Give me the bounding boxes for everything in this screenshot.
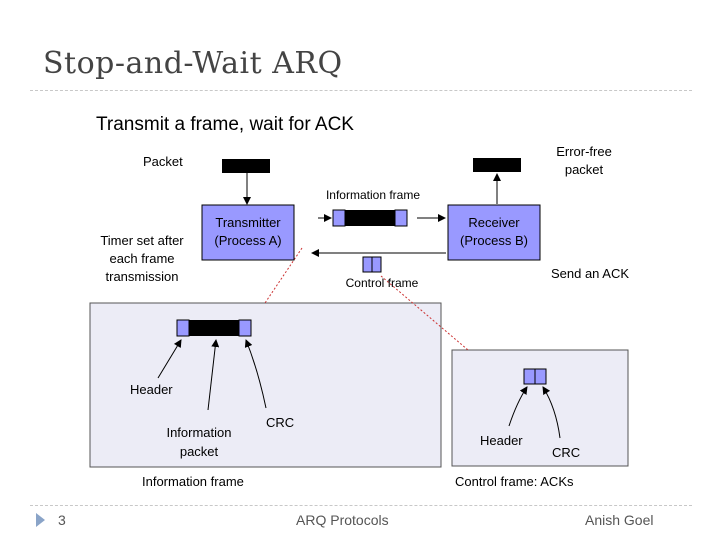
receiver-box: [447, 204, 541, 261]
timer-label-line2: each frame: [109, 251, 174, 266]
footer-center-text: ARQ Protocols: [296, 512, 389, 528]
timer-label-line1: Timer set after: [100, 233, 184, 248]
transmitter-label-line1: Transmitter: [215, 215, 281, 230]
timer-label-line3: transmission: [106, 269, 179, 284]
slide-title: Stop-and-Wait ARQ: [43, 46, 343, 81]
detail-info-packet-label-line1: Information: [166, 425, 231, 440]
detail-control-crc-label: CRC: [552, 445, 580, 460]
detail-info-packet-arrow: [207, 339, 220, 411]
detail-control-header-label: Header: [480, 433, 523, 448]
detail-control-crc-segment: [534, 368, 547, 385]
info-frame-leader-line: [264, 247, 303, 304]
detail-info-header-arrow: [157, 339, 182, 379]
page-number: 3: [58, 512, 66, 528]
receiver-label-line1: Receiver: [468, 215, 520, 230]
detail-control-crc-arrow: [542, 386, 561, 439]
detail-control-caption: Control frame: ACKs: [455, 474, 574, 489]
detail-control-header-segment: [523, 368, 536, 385]
title-divider: [30, 90, 692, 91]
detail-info-crc-segment: [238, 319, 252, 337]
detail-info-crc-arrow: [244, 339, 267, 409]
detail-info-packet-segment: [189, 320, 239, 336]
control-frame-detail-panel: [451, 349, 629, 467]
transmitter-box: [201, 204, 295, 261]
packet-label: Packet: [143, 154, 183, 169]
footer-divider: [30, 505, 692, 506]
receiver-label-line2: (Process B): [460, 233, 528, 248]
detail-info-header-label: Header: [130, 382, 173, 397]
error-free-label-line2: packet: [565, 162, 604, 177]
send-ack-label: Send an ACK: [551, 266, 629, 281]
detail-info-caption: Information frame: [142, 474, 244, 489]
detail-info-crc-label: CRC: [266, 415, 294, 430]
control-frame-crc-segment: [371, 256, 382, 273]
error-free-packet-block: [473, 158, 521, 172]
information-frame-label: Information frame: [326, 188, 420, 202]
transmitter-label-line2: (Process A): [214, 233, 281, 248]
footer-author: Anish Goel: [585, 512, 654, 528]
detail-info-packet-label-line2: packet: [180, 444, 219, 459]
info-frame-detail-panel: [89, 302, 442, 468]
diagram-subtitle: Transmit a frame, wait for ACK: [96, 114, 354, 135]
detail-info-header-segment: [176, 319, 190, 337]
control-frame-leader-line: [380, 275, 469, 351]
detail-control-header-arrow: [508, 386, 528, 427]
control-frame-header-segment: [362, 256, 373, 273]
info-frame-header-segment: [332, 209, 346, 227]
control-frame-label: Control frame: [346, 276, 419, 290]
info-frame-packet-segment: [345, 210, 395, 226]
info-frame-crc-segment: [394, 209, 408, 227]
bullet-arrow-icon: [36, 513, 45, 527]
packet-block: [222, 159, 270, 173]
error-free-label-line1: Error-free: [556, 144, 612, 159]
